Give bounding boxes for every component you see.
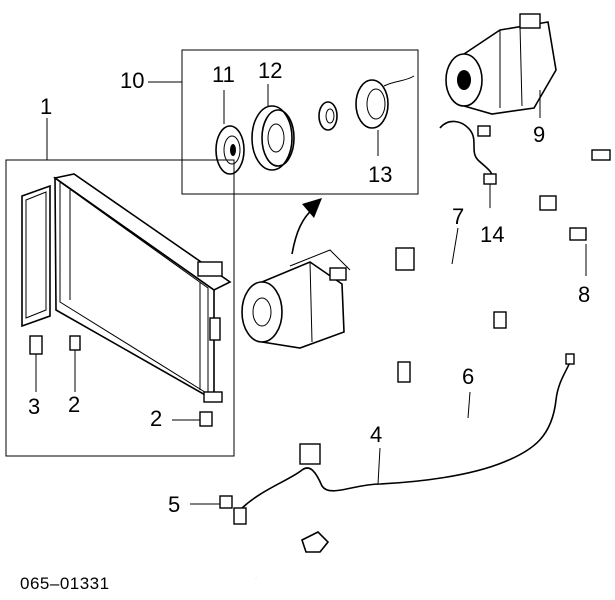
callout-10: 10 [120,68,145,93]
part-6-discharge-hose [397,311,514,438]
condenser-side-tank [21,184,51,328]
part-9-compressor [445,13,557,118]
callout-2-right: 2 [150,406,163,431]
callout-4: 4 [370,422,383,447]
lower-pipe [190,495,257,580]
part-4-liquid-line [239,353,575,511]
callout-13: 13 [368,162,393,187]
bearing [318,101,338,131]
part-2-bolt-left [69,335,81,392]
callout-9: 9 [533,122,546,147]
callout-6: 6 [462,364,475,389]
part-2-bolt-right [172,411,213,427]
small-bracket [301,531,330,553]
part-3-cap [29,335,43,392]
callout-2-left: 2 [68,392,81,417]
part-14-wire [439,120,497,214]
callout-14: 14 [480,222,505,247]
arrow-to-compressor [291,207,315,255]
part-8-hose [569,149,611,276]
callout-1: 1 [40,94,53,119]
callout-5: 5 [168,492,181,517]
callout-7: 7 [452,204,465,229]
part-11-clutch-hub [215,90,245,175]
part-12-pulley [251,84,295,171]
callout-8: 8 [578,282,591,307]
condenser [53,173,232,403]
part-13-field-coil [355,75,415,156]
clutch-group-frame [181,49,419,195]
reference-code: 065–01331 [20,574,110,593]
compressor-center [241,249,351,349]
callout-12: 12 [258,58,283,83]
callout-3: 3 [28,394,41,419]
part-7-suction-hose [369,175,557,280]
condenser-group-frame [5,159,235,457]
arrow-head [302,198,322,218]
callout-11: 11 [212,62,235,87]
